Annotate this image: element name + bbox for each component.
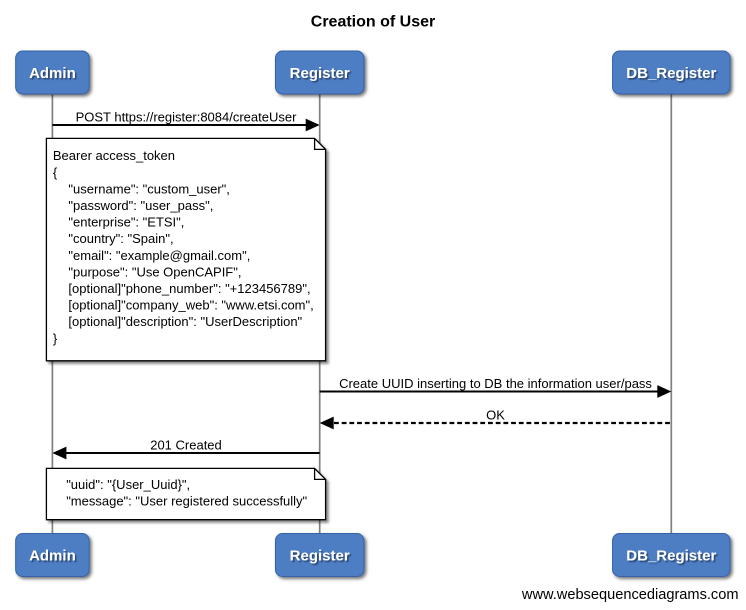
svg-text:[optional]"company_web": "www.: [optional]"company_web": "www.etsi.com",	[68, 298, 313, 313]
svg-text:Register: Register	[290, 65, 350, 82]
svg-text:Creation of User: Creation of User	[311, 14, 435, 31]
svg-text:"uuid": "{User_Uuid}",: "uuid": "{User_Uuid}",	[66, 477, 190, 492]
svg-text:Admin: Admin	[29, 65, 76, 82]
svg-text:"country": "Spain",: "country": "Spain",	[68, 231, 173, 246]
svg-text:"email": "example@gmail.com",: "email": "example@gmail.com",	[68, 248, 250, 263]
svg-text:POST https://register:8084/cre: POST https://register:8084/createUser	[76, 110, 298, 125]
svg-text:DB_Register: DB_Register	[626, 548, 716, 565]
svg-text:www.websequencediagrams.com: www.websequencediagrams.com	[521, 587, 739, 603]
svg-text:"purpose": "Use OpenCAPIF",: "purpose": "Use OpenCAPIF",	[68, 264, 241, 279]
svg-text:"message": "User registered su: "message": "User registered successfully…	[66, 494, 307, 509]
svg-text:"username": "custom_user",: "username": "custom_user",	[68, 181, 230, 196]
svg-text:Admin: Admin	[29, 548, 76, 565]
svg-text:Register: Register	[290, 548, 350, 565]
svg-text:DB_Register: DB_Register	[626, 65, 716, 82]
svg-text:}: }	[53, 331, 58, 346]
svg-text:OK: OK	[486, 408, 505, 423]
svg-text:[optional]"description": "User: [optional]"description": "UserDescriptio…	[68, 314, 302, 329]
svg-text:"enterprise": "ETSI",: "enterprise": "ETSI",	[68, 215, 184, 230]
svg-text:{: {	[53, 165, 58, 180]
svg-text:Create UUID inserting to DB th: Create UUID inserting to DB the informat…	[339, 376, 652, 391]
svg-text:[optional]"phone_number": "+12: [optional]"phone_number": "+123456789",	[68, 281, 310, 296]
svg-text:201 Created: 201 Created	[150, 438, 222, 453]
svg-text:Bearer access_token: Bearer access_token	[53, 148, 175, 163]
svg-text:"password": "user_pass",: "password": "user_pass",	[68, 198, 213, 213]
